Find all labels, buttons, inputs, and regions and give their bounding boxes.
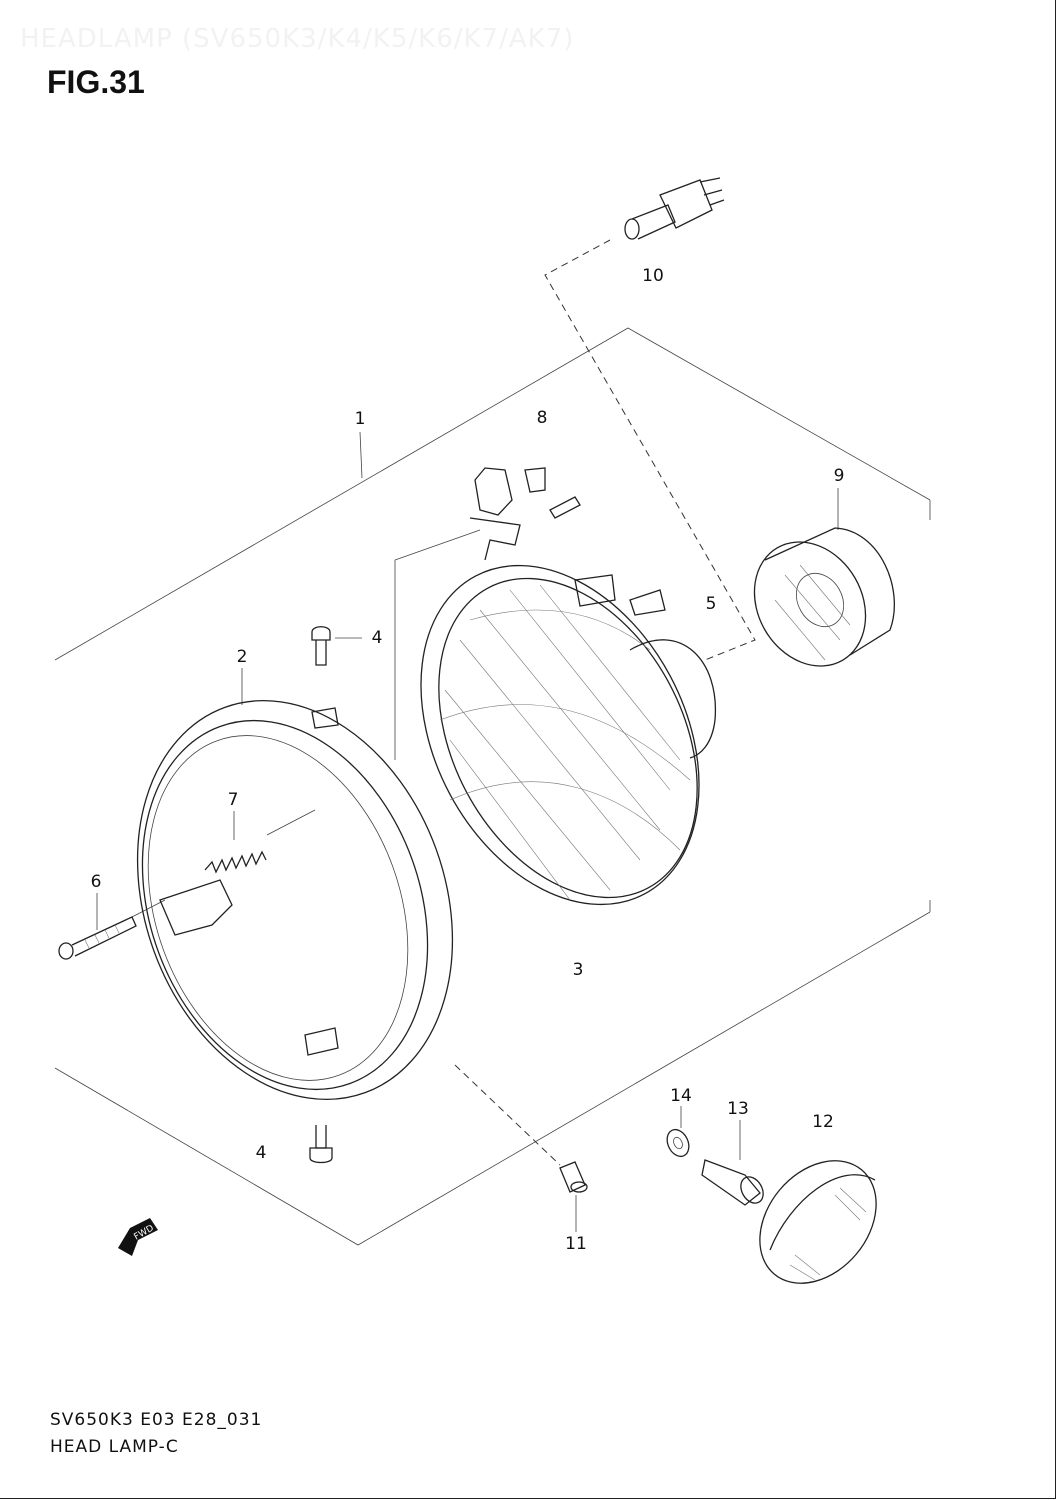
callout-1: 1 (354, 409, 366, 429)
collar-part (701, 1159, 764, 1206)
headlamp-rim-part (136, 699, 454, 1101)
mount-screws-part (309, 626, 333, 1164)
lamp-unit-part (420, 564, 717, 906)
spring-part (204, 850, 267, 874)
footer-diagram-name: HEAD LAMP-C (50, 1437, 179, 1457)
callout-5: 5 (705, 594, 717, 614)
header-title: HEADLAMP (SV650K3/K4/K5/K6/K7/AK7) (20, 24, 575, 54)
callout-10: 10 (642, 266, 664, 286)
callout-11: 11 (565, 1234, 587, 1254)
callout-2: 2 (236, 647, 248, 667)
dashed-connectors (454, 239, 756, 1166)
callout-14: 14 (670, 1086, 692, 1106)
callout-6: 6 (90, 872, 102, 892)
socket-bracket-part (469, 467, 581, 561)
reflex-reflector-part (759, 1160, 877, 1284)
lamp-cover-part (753, 527, 895, 667)
callout-8: 8 (536, 408, 548, 428)
bulb-part (624, 177, 725, 240)
callout-7: 7 (227, 790, 239, 810)
assembly-outline (54, 327, 931, 1246)
callout-13: 13 (727, 1099, 749, 1119)
figure-label: FIG.31 (47, 64, 145, 100)
adjust-screw-part (58, 916, 137, 960)
callout-4-top: 4 (371, 628, 383, 648)
fwd-arrow-badge: FWD (118, 1218, 158, 1256)
callout-4-bottom: 4 (255, 1143, 267, 1163)
footer-diagram-code: SV650K3 E03 E28_031 (50, 1410, 263, 1430)
callout-3: 3 (572, 960, 584, 980)
callout-12: 12 (812, 1112, 834, 1132)
callout-9: 9 (833, 466, 845, 486)
rim-screw-part (559, 1161, 588, 1193)
washer-part (666, 1128, 690, 1158)
leader-lines (96, 431, 839, 1232)
